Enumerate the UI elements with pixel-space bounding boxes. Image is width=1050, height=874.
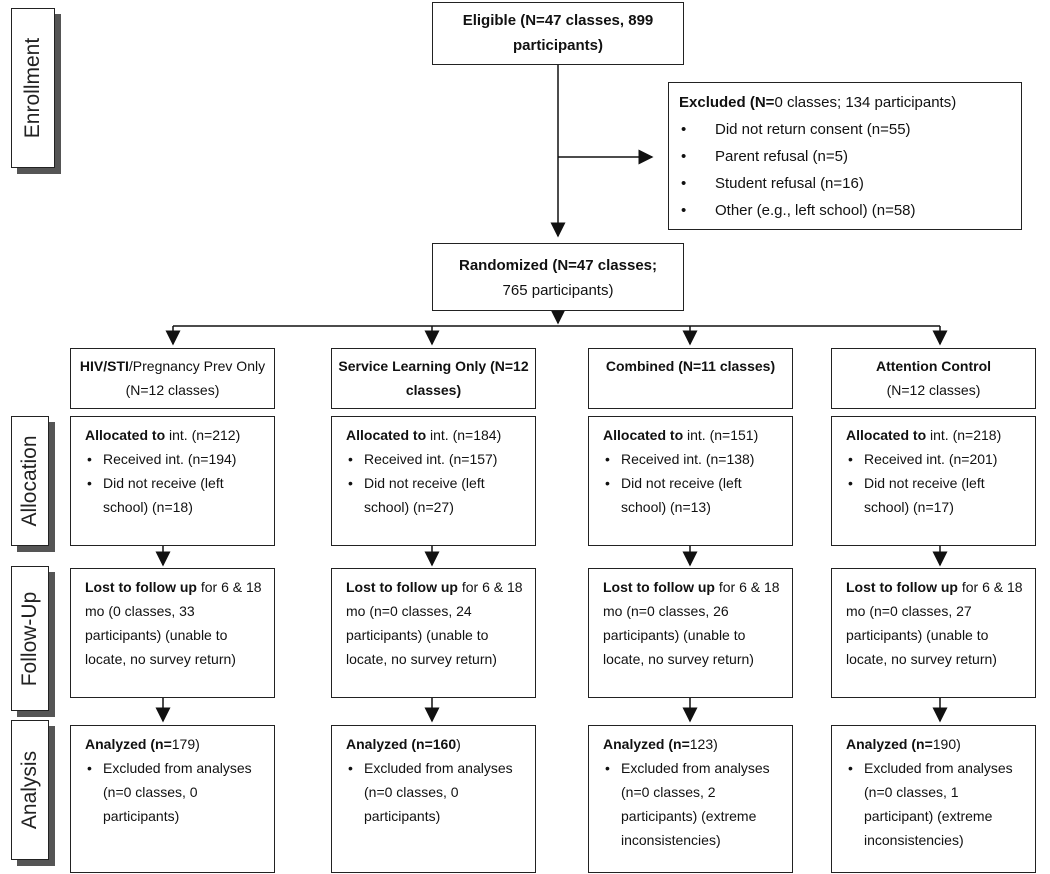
analyzed-bold: Analyzed (n= bbox=[603, 736, 690, 752]
analysis-excluded-item: Excluded from analyses (n=0 classes, 0 p… bbox=[85, 756, 266, 828]
lost-bold: Lost to follow up bbox=[846, 579, 958, 595]
stage-label-follow-up: Follow-Up bbox=[11, 566, 49, 711]
analysis-box: Analyzed (n=123) Excluded from analyses … bbox=[588, 725, 793, 873]
analyzed-bold: Analyzed (n=160 bbox=[346, 736, 457, 752]
received-item: Received int. (n=194) bbox=[85, 447, 264, 471]
follow-up-box: Lost to follow up for 6 & 18 mo (n=0 cla… bbox=[331, 568, 536, 698]
randomized-bold: Randomized (N=47 classes; bbox=[459, 257, 657, 274]
excluded-title-rest: 0 classes; 134 participants) bbox=[774, 94, 957, 111]
randomized-rest: 765 participants) bbox=[502, 282, 614, 299]
arm-title-box: Attention Control (N=12 classes) bbox=[831, 348, 1036, 409]
analyzed-line: Analyzed (n=190) bbox=[846, 732, 1027, 756]
analyzed-line: Analyzed (n=160) bbox=[346, 732, 527, 756]
eligible-box: Eligible (N=47 classes, 899 participants… bbox=[432, 2, 684, 65]
excluded-item: Other (e.g., left school) (n=58) bbox=[679, 197, 1011, 224]
allocated-rest: int. (n=218) bbox=[926, 427, 1002, 443]
excluded-item: Parent refusal (n=5) bbox=[679, 143, 1011, 170]
excluded-box: Excluded (N=0 classes; 134 participants)… bbox=[668, 82, 1022, 230]
allocated-bold: Allocated to bbox=[603, 427, 684, 443]
excluded-item: Student refusal (n=16) bbox=[679, 170, 1011, 197]
follow-up-box: Lost to follow up for 6 & 18 mo (0 class… bbox=[70, 568, 275, 698]
allocated-bold: Allocated to bbox=[85, 427, 166, 443]
allocation-box: Allocated to int. (n=212) Received int. … bbox=[70, 416, 275, 546]
analysis-excluded-item: Excluded from analyses (n=0 classes, 1 p… bbox=[846, 756, 1027, 852]
excluded-title: Excluded (N=0 classes; 134 participants) bbox=[679, 89, 1011, 116]
excluded-title-bold: Excluded (N= bbox=[679, 94, 775, 111]
stage-label-enrollment: Enrollment bbox=[11, 8, 55, 168]
allocated-bold: Allocated to bbox=[346, 427, 427, 443]
lost-rest: for 6 & 18 mo (n=0 classes, 27 participa… bbox=[846, 579, 1023, 667]
lost-bold: Lost to follow up bbox=[603, 579, 715, 595]
analyzed-rest: ) bbox=[456, 736, 461, 752]
analyzed-rest: 179) bbox=[171, 736, 200, 752]
stage-analysis-text: Analysis bbox=[18, 750, 41, 830]
randomized-box: Randomized (N=47 classes; 765 participan… bbox=[432, 243, 684, 311]
not-received-item: Did not receive (left school) (n=17) bbox=[846, 471, 1025, 519]
follow-up-box: Lost to follow up for 6 & 18 mo (n=0 cla… bbox=[588, 568, 793, 698]
arm-title-bold: Combined (N=11 classes) bbox=[605, 358, 776, 374]
allocation-box: Allocated to int. (n=218) Received int. … bbox=[831, 416, 1036, 546]
received-item: Received int. (n=201) bbox=[846, 447, 1025, 471]
allocated-line: Allocated to int. (n=151) bbox=[603, 423, 782, 447]
follow-up-box: Lost to follow up for 6 & 18 mo (n=0 cla… bbox=[831, 568, 1036, 698]
stage-label-allocation: Allocation bbox=[11, 416, 49, 546]
allocated-line: Allocated to int. (n=218) bbox=[846, 423, 1025, 447]
received-item: Received int. (n=157) bbox=[346, 447, 525, 471]
analyzed-rest: 123) bbox=[689, 736, 718, 752]
allocation-box: Allocated to int. (n=184) Received int. … bbox=[331, 416, 536, 546]
analyzed-bold: Analyzed (n= bbox=[85, 736, 172, 752]
analysis-excluded-item: Excluded from analyses (n=0 classes, 2 p… bbox=[603, 756, 784, 852]
allocated-rest: int. (n=212) bbox=[165, 427, 241, 443]
stage-enrollment-text: Enrollment bbox=[21, 37, 44, 139]
analysis-box: Analyzed (n=190) Excluded from analyses … bbox=[831, 725, 1036, 873]
allocated-rest: int. (n=184) bbox=[426, 427, 502, 443]
not-received-item: Did not receive (left school) (n=13) bbox=[603, 471, 782, 519]
analysis-box: Analyzed (n=160) Excluded from analyses … bbox=[331, 725, 536, 873]
analysis-box: Analyzed (n=179) Excluded from analyses … bbox=[70, 725, 275, 873]
not-received-item: Did not receive (left school) (n=18) bbox=[85, 471, 264, 519]
lost-bold: Lost to follow up bbox=[85, 579, 197, 595]
arm-title-box: Combined (N=11 classes) bbox=[588, 348, 793, 409]
stage-label-analysis: Analysis bbox=[11, 720, 49, 860]
arm-title-bold: HIV/STI bbox=[79, 358, 129, 374]
lost-rest: for 6 & 18 mo (n=0 classes, 26 participa… bbox=[603, 579, 780, 667]
analyzed-line: Analyzed (n=123) bbox=[603, 732, 784, 756]
allocated-rest: int. (n=151) bbox=[683, 427, 759, 443]
analyzed-bold: Analyzed (n= bbox=[846, 736, 933, 752]
arm-title-box: Service Learning Only (N=12 classes) bbox=[331, 348, 536, 409]
lost-rest: for 6 & 18 mo (n=0 classes, 24 participa… bbox=[346, 579, 523, 667]
allocation-box: Allocated to int. (n=151) Received int. … bbox=[588, 416, 793, 546]
arm-title-rest: (N=12 classes) bbox=[886, 382, 981, 398]
lost-rest: for 6 & 18 mo (0 classes, 33 participant… bbox=[85, 579, 262, 667]
received-item: Received int. (n=138) bbox=[603, 447, 782, 471]
arm-title-rest: /Pregnancy Prev Only (N=12 classes) bbox=[125, 358, 266, 398]
arm-title-bold: Service Learning Only (N=12 classes) bbox=[338, 358, 529, 398]
analyzed-rest: 190) bbox=[932, 736, 961, 752]
lost-bold: Lost to follow up bbox=[346, 579, 458, 595]
arm-title-bold: Attention Control bbox=[875, 358, 992, 374]
arm-title-box: HIV/STI/Pregnancy Prev Only (N=12 classe… bbox=[70, 348, 275, 409]
analysis-excluded-item: Excluded from analyses (n=0 classes, 0 p… bbox=[346, 756, 527, 828]
allocated-bold: Allocated to bbox=[846, 427, 927, 443]
stage-allocation-text: Allocation bbox=[18, 435, 41, 527]
stage-follow-up-text: Follow-Up bbox=[18, 591, 41, 686]
excluded-item: Did not return consent (n=55) bbox=[679, 116, 1011, 143]
allocated-line: Allocated to int. (n=212) bbox=[85, 423, 264, 447]
eligible-label: Eligible (N=47 classes, 899 participants… bbox=[462, 12, 654, 54]
allocated-line: Allocated to int. (n=184) bbox=[346, 423, 525, 447]
not-received-item: Did not receive (left school) (n=27) bbox=[346, 471, 525, 519]
analyzed-line: Analyzed (n=179) bbox=[85, 732, 266, 756]
